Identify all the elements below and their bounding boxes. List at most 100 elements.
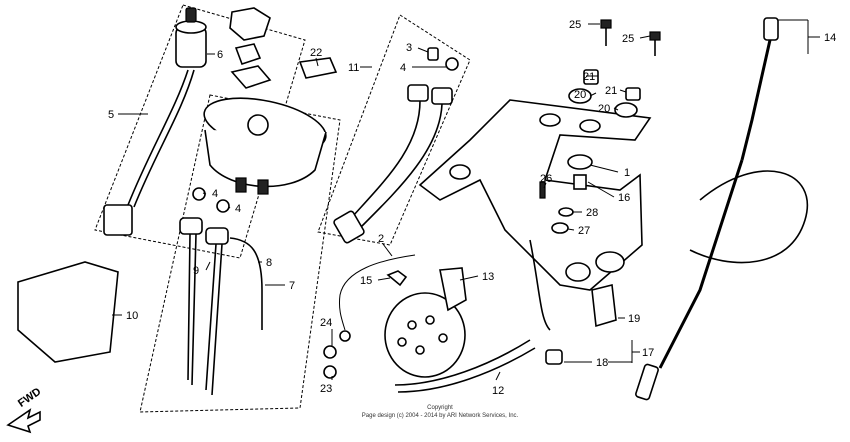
bulb-4a bbox=[445, 57, 459, 71]
label-4a: 4 bbox=[400, 62, 406, 74]
outline-indicator-group bbox=[317, 14, 471, 246]
cable-bottom-fitting bbox=[635, 363, 659, 401]
label-17: 17 bbox=[642, 347, 654, 359]
washer-28 bbox=[558, 207, 574, 217]
switch-cover bbox=[229, 7, 271, 41]
indicator-connector bbox=[333, 210, 365, 244]
copyright-line-1: Copyright bbox=[427, 405, 453, 411]
cable-upper bbox=[740, 39, 772, 161]
label-14: 14 bbox=[824, 32, 836, 44]
label-10: 10 bbox=[126, 310, 138, 322]
socket-8 bbox=[205, 227, 229, 245]
label-26: 26 bbox=[540, 173, 552, 185]
label-21b: 21 bbox=[605, 85, 617, 97]
ignition-harness bbox=[127, 69, 189, 206]
label-22: 22 bbox=[310, 47, 322, 59]
cover-10 bbox=[17, 261, 119, 363]
speedo-needle-hub bbox=[247, 114, 269, 136]
label-12: 12 bbox=[492, 385, 504, 397]
speedo-housing bbox=[204, 129, 327, 188]
socket-9-wire bbox=[187, 233, 197, 386]
indicator-assembly bbox=[333, 47, 459, 244]
label-18: 18 bbox=[596, 357, 608, 369]
nut-23 bbox=[323, 365, 337, 379]
horn bbox=[339, 254, 536, 393]
label-6: 6 bbox=[217, 49, 223, 61]
indicator-wires bbox=[344, 100, 443, 231]
label-28: 28 bbox=[586, 207, 598, 219]
horn-hole-3 bbox=[438, 333, 448, 343]
label-20b: 20 bbox=[598, 103, 610, 115]
cable-top-fitting bbox=[763, 17, 779, 41]
bracket-hole-5 bbox=[565, 262, 591, 282]
label-27: 27 bbox=[578, 225, 590, 237]
collar-16 bbox=[573, 174, 587, 190]
bolt-25b-head bbox=[649, 31, 661, 41]
label-25b: 25 bbox=[622, 33, 634, 45]
label-1: 1 bbox=[624, 167, 630, 179]
speedo-stud-2 bbox=[257, 179, 269, 195]
cover-22 bbox=[298, 57, 338, 79]
horn-hole-5 bbox=[397, 337, 407, 347]
horn-body bbox=[384, 292, 466, 378]
horn-hole-2 bbox=[425, 315, 435, 325]
label-13: 13 bbox=[482, 271, 494, 283]
horn-wires-12 bbox=[394, 339, 536, 393]
clip-15 bbox=[386, 270, 408, 287]
label-25a: 25 bbox=[569, 19, 581, 31]
label-15: 15 bbox=[360, 275, 372, 287]
speedometer bbox=[179, 97, 327, 396]
ignition-top bbox=[175, 20, 207, 34]
cable-lower bbox=[658, 159, 744, 369]
switch-bracket bbox=[234, 43, 262, 66]
screw-26 bbox=[539, 181, 546, 199]
label-19: 19 bbox=[628, 313, 640, 325]
copyright-line-2: Page design (c) 2004 - 2014 by ARI Netwo… bbox=[361, 413, 519, 419]
label-2: 2 bbox=[378, 233, 384, 245]
misc-parts bbox=[6, 57, 617, 434]
mount-hardware bbox=[568, 19, 661, 118]
bolt-24 bbox=[323, 345, 337, 359]
ignition-connector bbox=[103, 204, 133, 236]
switch-plate bbox=[230, 65, 272, 89]
label-4b: 4 bbox=[212, 188, 218, 200]
ignition-key bbox=[185, 7, 197, 23]
speedo-stud-1 bbox=[235, 177, 247, 193]
ground-wire-2 bbox=[339, 254, 416, 331]
outline-speedometer-group bbox=[139, 94, 341, 413]
bolt-25a-head bbox=[600, 19, 612, 29]
horn-bracket bbox=[439, 267, 467, 312]
label-5: 5 bbox=[108, 109, 114, 121]
cable-loop bbox=[689, 170, 808, 264]
label-8: 8 bbox=[266, 257, 272, 269]
socket-9 bbox=[179, 217, 203, 235]
label-3: 3 bbox=[406, 42, 412, 54]
bracket-hole-4 bbox=[595, 251, 625, 273]
meter-bracket bbox=[418, 99, 652, 331]
collar-21a bbox=[583, 69, 599, 85]
grommet-20b bbox=[614, 102, 638, 118]
speedometer-cable bbox=[635, 17, 808, 401]
bulb-4b bbox=[192, 187, 206, 201]
label-16: 16 bbox=[618, 192, 630, 204]
indicator-socket-1 bbox=[407, 84, 429, 102]
bracket-hole-1 bbox=[539, 113, 561, 127]
horn-hole-4 bbox=[415, 345, 425, 355]
label-23: 23 bbox=[320, 383, 332, 395]
bracket-hole-3 bbox=[449, 164, 471, 180]
bulb-4c bbox=[216, 199, 230, 213]
clamp-19 bbox=[591, 284, 617, 328]
label-24: 24 bbox=[320, 317, 332, 329]
bulb-3 bbox=[427, 47, 439, 61]
label-7: 7 bbox=[289, 280, 295, 292]
socket-8-wire bbox=[205, 237, 263, 396]
ignition-harness-2 bbox=[133, 69, 195, 208]
label-9: 9 bbox=[193, 265, 199, 277]
bracket-hole-2 bbox=[579, 119, 601, 133]
callout-labels: 25 25 14 6 22 3 4 11 5 21 20 21 20 1 26 … bbox=[108, 19, 836, 397]
indicator-socket-2 bbox=[431, 87, 453, 105]
group-outlines bbox=[94, 4, 471, 413]
ground-terminal bbox=[339, 330, 351, 342]
label-4c: 4 bbox=[235, 203, 241, 215]
